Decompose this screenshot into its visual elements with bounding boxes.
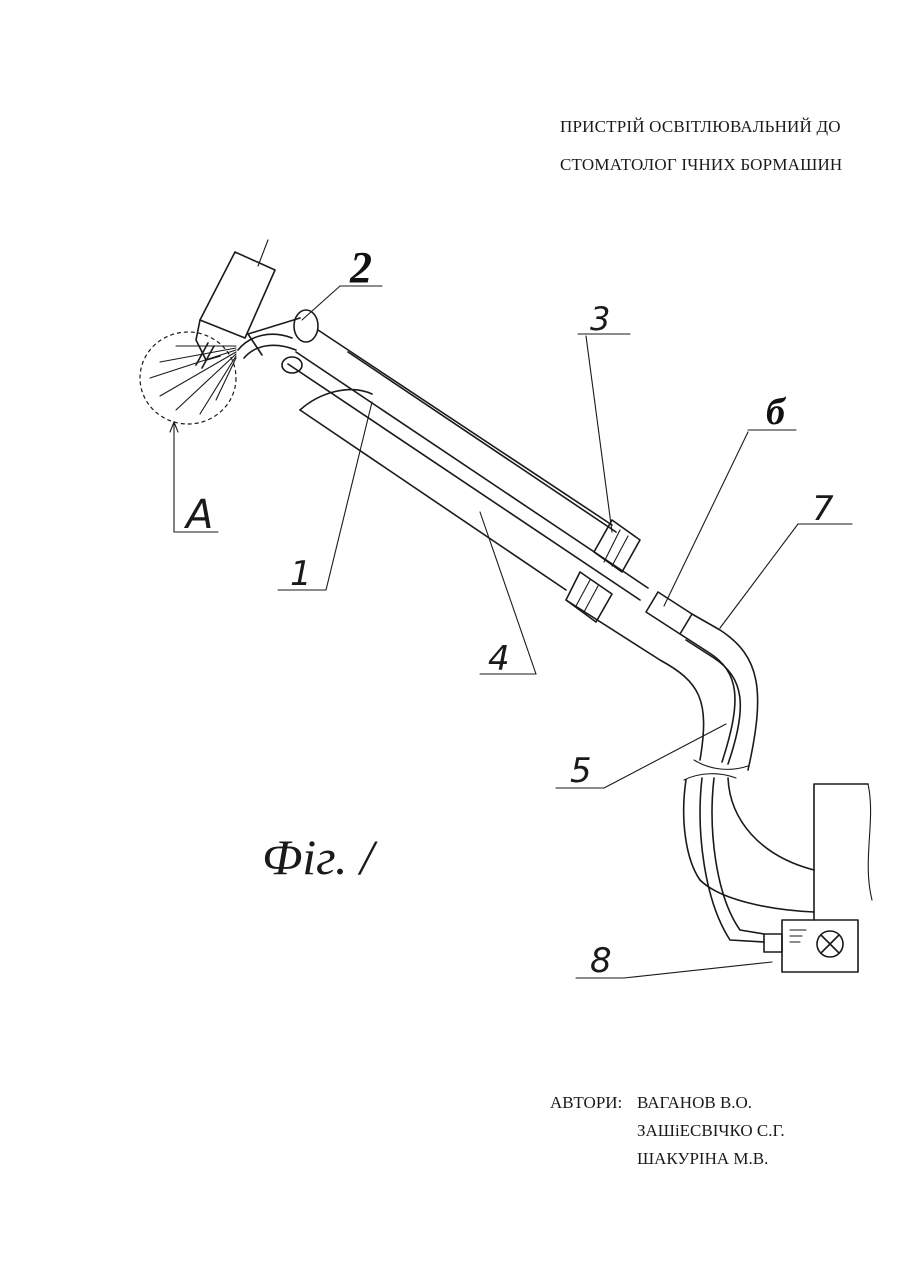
coupling-6 [646, 592, 692, 634]
label-4: 4 [488, 639, 510, 679]
light-cone-A [140, 332, 236, 424]
hose-lower [684, 774, 814, 942]
handpiece-head [196, 240, 300, 368]
figure-caption: Фіг. / [262, 828, 374, 886]
label-5: 5 [570, 751, 592, 791]
label-8: 8 [590, 941, 612, 981]
light-source-8 [764, 920, 858, 972]
dental-unit [814, 784, 872, 920]
label-2: 2 [349, 243, 372, 292]
label-7: 7 [812, 489, 834, 529]
light-guide-tip [238, 310, 318, 373]
hose-bend [566, 600, 758, 770]
author-name: ВАГАНОВ В.О. [637, 1093, 752, 1113]
label-3: 3 [590, 300, 610, 338]
author-name: ШАКУРІНА М.В. [637, 1149, 768, 1169]
label-1: 1 [290, 554, 312, 594]
handpiece-body [288, 330, 648, 600]
label-6: б [766, 391, 787, 433]
authors-label: АВТОРИ: [550, 1093, 622, 1113]
label-A: A [183, 492, 213, 538]
author-name: ЗАШіЕСВІЧКО С.Г. [637, 1121, 785, 1141]
